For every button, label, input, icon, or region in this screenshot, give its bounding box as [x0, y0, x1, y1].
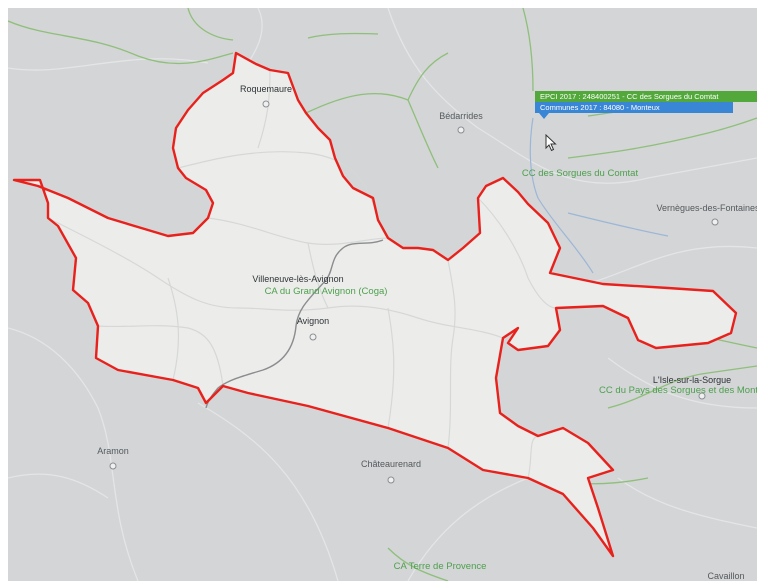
epci-label-sorgues-comtat: CC des Sorgues du Comtat	[521, 168, 639, 179]
town-marker-icon[interactable]	[309, 333, 317, 341]
selected-epci-boundary	[12, 51, 738, 558]
selected-epci-area[interactable]	[14, 53, 736, 556]
green-roads	[8, 8, 757, 581]
pointer-cursor-icon	[545, 134, 557, 152]
town-marker-icon[interactable]	[457, 126, 465, 134]
place-label-avignon: Avignon	[296, 316, 330, 326]
town-marker-icon[interactable]	[711, 218, 719, 226]
place-label-villeneuve: Villeneuve-lès-Avignon	[252, 274, 344, 284]
town-marker-icon[interactable]	[387, 476, 395, 484]
place-label-bedarrides: Bédarrides	[439, 111, 483, 121]
place-label-aramon: Aramon	[97, 446, 129, 456]
place-label-isle-sur-sorgue: L'Isle-sur-la-Sorgue	[652, 375, 732, 385]
epci-label-terre-provence: CA Terre de Provence	[393, 561, 487, 572]
tooltip-epci: EPCI 2017 : 248400251 - CC des Sorgues d…	[535, 91, 757, 102]
town-marker-icon[interactable]	[698, 392, 706, 400]
tooltip-pointer	[539, 113, 549, 119]
place-label-chateaurenard: Châteaurenard	[360, 459, 422, 469]
blue-roads	[529, 117, 669, 274]
place-label-cavaillon: Cavaillon	[707, 571, 745, 581]
tooltip-commune: Communes 2017 : 84080 - Monteux	[535, 102, 733, 113]
river-line	[205, 239, 384, 409]
map-canvas[interactable]	[8, 8, 757, 581]
inner-commune-boundaries	[47, 69, 557, 479]
town-marker-icon[interactable]	[109, 462, 117, 470]
place-label-roquemaure: Roquemaure	[239, 84, 293, 94]
place-label-vernegues: Vernègues-des-Fontaines	[656, 203, 757, 213]
epci-label-grand-avignon: CA du Grand Avignon (Coga)	[264, 286, 388, 297]
town-marker-icon[interactable]	[262, 100, 270, 108]
map-view[interactable]: Roquemaure Bédarrides Villeneuve-lès-Avi…	[8, 8, 757, 581]
epci-label-pays-sorgues: CC du Pays des Sorgues et des Monts de V	[599, 385, 757, 396]
